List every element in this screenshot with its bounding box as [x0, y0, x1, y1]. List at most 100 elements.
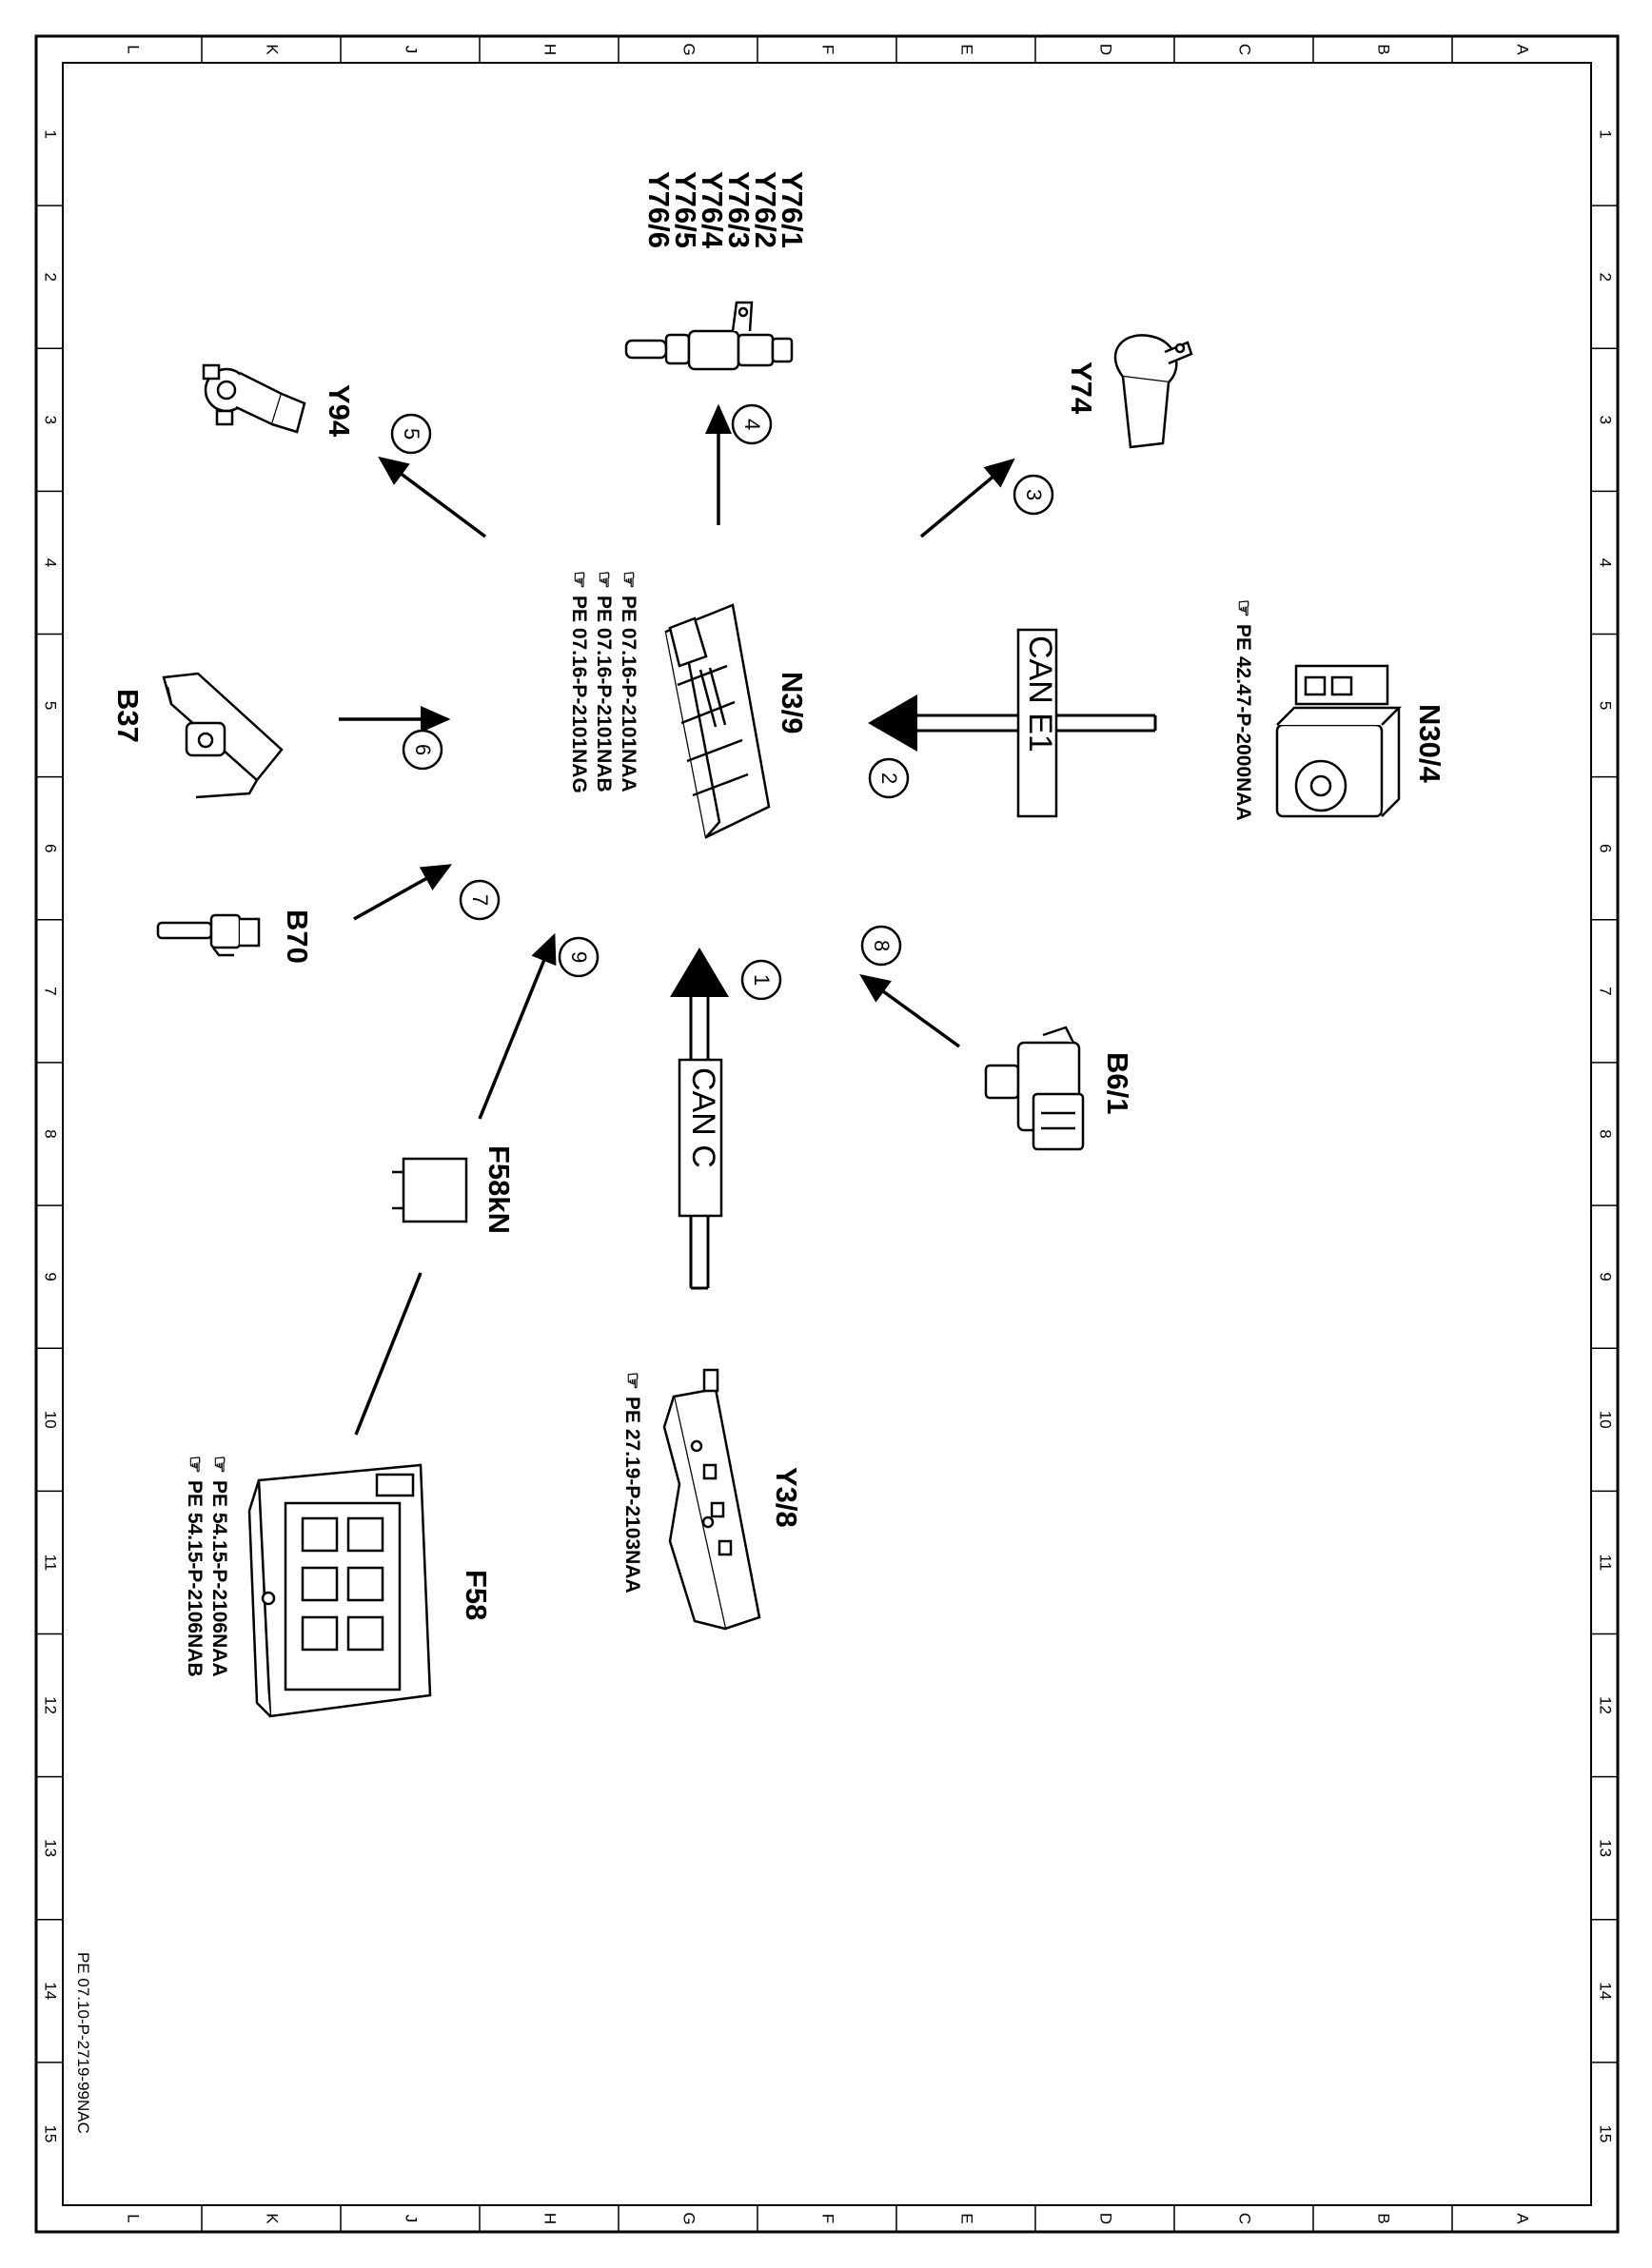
y76-1-label: Y76/1 — [776, 171, 809, 248]
signal-3-circle — [1013, 474, 1054, 516]
fuse-link-line — [354, 1272, 423, 1436]
f58-fuse-box-drawing — [247, 1463, 432, 1718]
signal-5-number: 5 — [400, 428, 423, 440]
row-label: 1 — [42, 129, 60, 138]
reference-icon: ☞ — [593, 571, 615, 589]
signal-1-number: 1 — [750, 974, 774, 986]
column-label: A — [1514, 44, 1532, 55]
column-label: F — [819, 2214, 837, 2223]
column-label: K — [264, 44, 282, 55]
can-e1-label: CAN E1 — [1022, 635, 1058, 753]
signal-1-circle — [740, 959, 782, 1001]
column-label: F — [819, 45, 837, 54]
n30-4-module-drawing — [1275, 664, 1403, 818]
b37-pedal-sensor-drawing — [162, 672, 284, 799]
column-label: G — [680, 43, 698, 55]
row-label: 13 — [42, 1839, 60, 1857]
reference-icon: ☞ — [1232, 599, 1254, 617]
reference-icon: ☞ — [184, 1456, 206, 1474]
row-label: 9 — [42, 1272, 60, 1281]
b70-sensor-drawing — [156, 913, 261, 957]
reference-icon: ☞ — [618, 571, 639, 589]
b37-label: B37 — [111, 689, 145, 743]
y76-6-label: Y76/6 — [642, 171, 676, 248]
grid-tick-lines — [36, 36, 1618, 2232]
signal-2-circle — [868, 757, 910, 799]
connection-lines — [339, 403, 1015, 1436]
can-c-label: CAN C — [685, 1067, 721, 1168]
row-label: 11 — [1597, 1554, 1615, 1572]
signal-7-number: 7 — [468, 894, 492, 906]
column-label: E — [958, 44, 976, 54]
signal-8-circle — [860, 925, 902, 967]
row-label: 2 — [42, 272, 60, 281]
row-label: 13 — [1597, 1839, 1615, 1857]
signal-5-circle — [390, 413, 432, 455]
column-label: B — [1375, 2213, 1393, 2223]
column-label: C — [1236, 2213, 1254, 2224]
reference-text: PE 07.16-P-2101NAB — [593, 596, 615, 792]
row-label: 15 — [1597, 2124, 1615, 2142]
y74-valve-drawing — [1113, 334, 1193, 449]
column-label: J — [403, 2215, 421, 2223]
reference-text: PE 54.15-P-2106NAA — [208, 1480, 230, 1677]
row-label: 10 — [1597, 1411, 1615, 1429]
y3-8-label: Y3/8 — [770, 1467, 803, 1528]
column-label: H — [541, 44, 560, 55]
row-label: 9 — [1597, 1272, 1615, 1281]
row-label: 11 — [42, 1554, 60, 1572]
column-label: L — [125, 45, 143, 53]
y76-5-label: Y76/5 — [669, 171, 702, 248]
reference-text: PE 07.16-P-2101NAA — [618, 596, 639, 792]
y94-label: Y94 — [323, 384, 356, 438]
f58-reference-2: ☞ PE 54.15-P-2106NAB — [184, 1456, 206, 1677]
row-label: 3 — [42, 416, 60, 424]
b70-label: B70 — [281, 909, 314, 964]
n3-9-control-unit-drawing — [664, 603, 771, 839]
column-label: C — [1236, 44, 1254, 55]
column-label: G — [680, 2212, 698, 2224]
column-label: D — [1097, 44, 1115, 55]
reference-text: PE 54.15-P-2106NAB — [184, 1480, 206, 1677]
y3-8-valve-body-drawing — [662, 1368, 761, 1631]
column-label: J — [403, 46, 421, 54]
n30-4-label: N30/4 — [1413, 704, 1446, 783]
column-label: E — [958, 2213, 976, 2223]
n3-9-reference-2: ☞ PE 07.16-P-2101NAB — [593, 571, 615, 792]
row-label: 5 — [42, 701, 60, 710]
signal-4-circle — [731, 403, 773, 445]
outer-frame — [34, 34, 1620, 2234]
column-label: A — [1514, 2213, 1532, 2224]
reference-icon: ☞ — [568, 571, 590, 589]
b6-1-label: B6/1 — [1101, 1052, 1134, 1114]
n3-9-reference-1: ☞ PE 07.16-P-2101NAA — [618, 571, 639, 792]
row-label: 7 — [42, 987, 60, 995]
row-label: 4 — [42, 558, 60, 567]
y74-label: Y74 — [1065, 362, 1098, 415]
reference-text: PE 42.47-P-2000NAA — [1232, 624, 1254, 821]
row-label: 14 — [42, 1982, 60, 2000]
signal-markers — [390, 403, 1054, 1001]
row-label: 3 — [1597, 416, 1615, 424]
row-label: 7 — [1597, 987, 1615, 995]
y76-4-label: Y76/4 — [696, 171, 729, 249]
row-label: 12 — [1597, 1696, 1615, 1714]
signal-9-number: 9 — [567, 951, 591, 963]
signal-3-arrow — [919, 458, 1015, 538]
row-label: 4 — [1597, 558, 1615, 567]
row-label: 12 — [42, 1696, 60, 1714]
column-label: K — [264, 2213, 282, 2224]
column-label: D — [1097, 2213, 1115, 2224]
column-label: L — [125, 2214, 143, 2222]
row-label: 8 — [1597, 1129, 1615, 1138]
signal-2-number: 2 — [877, 772, 901, 784]
row-label: 5 — [1597, 701, 1615, 710]
reference-icon: ☞ — [621, 1372, 643, 1390]
reference-icon: ☞ — [208, 1456, 230, 1474]
signal-7-circle — [459, 879, 501, 921]
signal-5-arrow — [378, 456, 487, 538]
signal-6-circle — [402, 729, 443, 771]
y76-2-label: Y76/2 — [749, 171, 782, 248]
